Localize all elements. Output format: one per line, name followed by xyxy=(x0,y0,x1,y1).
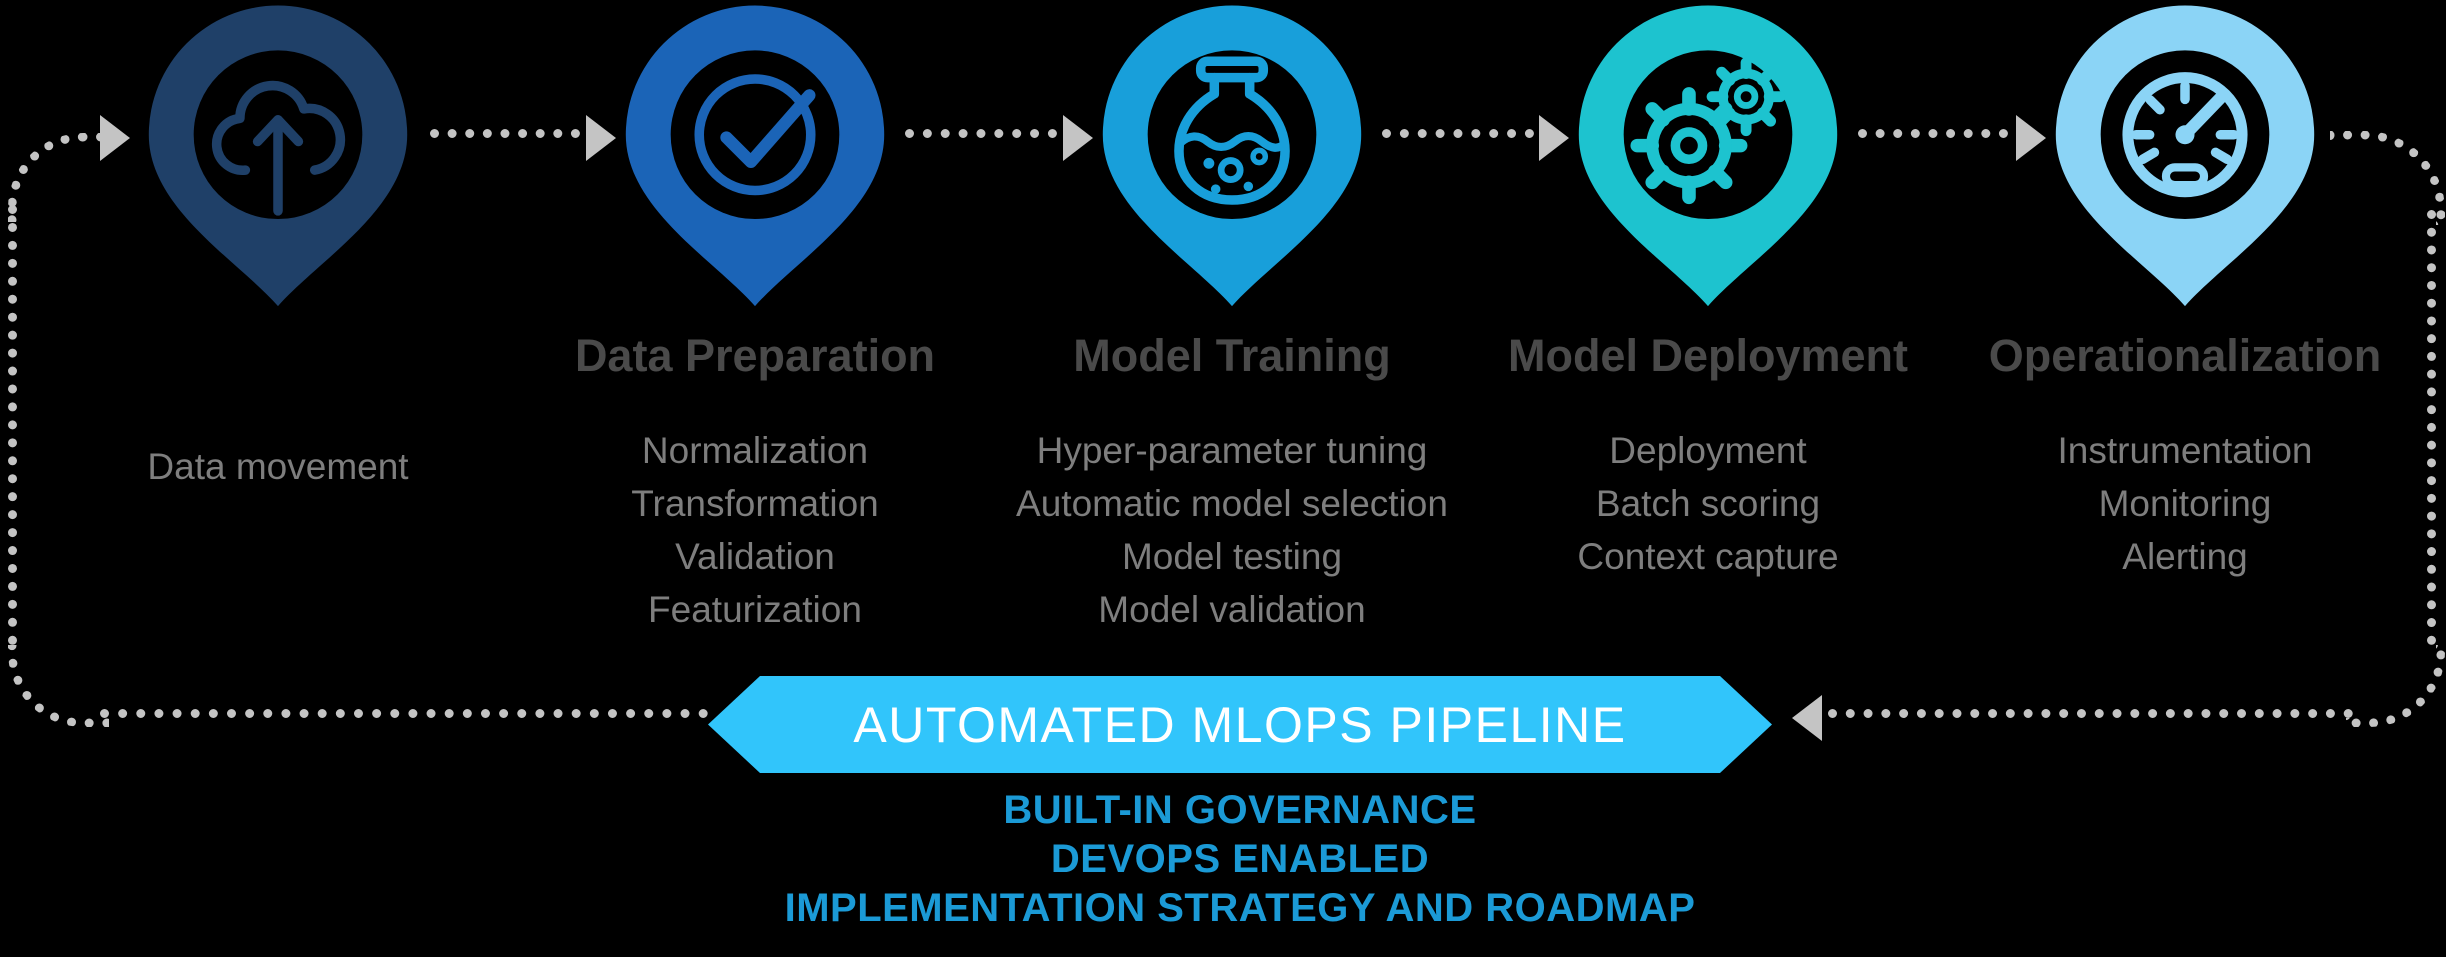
dotted-connector xyxy=(1382,129,1534,138)
stage-item: Hyper-parameter tuning xyxy=(1036,430,1428,471)
loop-corner-bottom-right xyxy=(2346,645,2445,727)
arrow-right-icon xyxy=(1539,115,1569,161)
arrow-right-icon xyxy=(2016,115,2046,161)
stage-items: Normalization Transformation Validation … xyxy=(495,424,1015,636)
stage-title: Model Training xyxy=(1073,330,1391,381)
arrow-left-icon xyxy=(1792,695,1822,741)
gauge-hub xyxy=(2175,125,2195,145)
loop-bottom-left-line xyxy=(100,709,708,718)
dotted-connector xyxy=(430,129,580,138)
stage-item: Model testing xyxy=(1121,536,1343,577)
loop-corner-top-right xyxy=(2330,131,2445,225)
footer-highlights: BUILT-IN GOVERNANCE DEVOPS ENABLED IMPLE… xyxy=(740,786,1740,933)
stage-item: Batch scoring xyxy=(1595,483,1821,524)
stage-item: Normalization xyxy=(641,430,869,471)
stage-item: Model validation xyxy=(1098,589,1366,630)
arrow-right-icon xyxy=(100,115,130,161)
pin-data-preparation xyxy=(625,5,885,307)
flask-bubble xyxy=(1203,157,1215,169)
gears-icon xyxy=(1630,57,1786,205)
arrow-right-icon xyxy=(1063,115,1093,161)
stage-item: Instrumentation xyxy=(2057,430,2313,471)
automated-mlops-pipeline-banner: AUTOMATED MLOPS PIPELINE xyxy=(708,676,1772,773)
footer-line: DEVOPS ENABLED xyxy=(1050,837,1430,881)
footer-line: IMPLEMENTATION STRATEGY AND ROADMAP xyxy=(784,886,1696,930)
pin-operationalization xyxy=(2055,5,2315,307)
check-circle-icon xyxy=(694,74,816,196)
loop-corner-bottom-left xyxy=(8,645,109,727)
cloud-upload-icon xyxy=(211,80,346,216)
flask-bubble xyxy=(1210,184,1221,194)
arrow-right-icon xyxy=(586,115,616,161)
stage-item: Monitoring xyxy=(2098,483,2272,524)
stage-title: Model Deployment xyxy=(1507,330,1909,381)
pin-model-deployment xyxy=(1578,5,1838,307)
stage-item: Transformation xyxy=(631,483,879,524)
dotted-connector xyxy=(905,129,1057,138)
stage-items: Data movement xyxy=(18,424,538,493)
stage-item: Featurization xyxy=(648,589,862,630)
loop-left-edge xyxy=(8,205,57,645)
stage-item: Automatic model selection xyxy=(1016,483,1448,524)
stage-items: Instrumentation Monitoring Alerting xyxy=(1925,424,2445,583)
stage-items: Hyper-parameter tuning Automatic model s… xyxy=(972,424,1492,636)
stage-title: Operationalization xyxy=(1988,330,2382,381)
flask-bubble xyxy=(1243,181,1254,192)
stage-item: Validation xyxy=(675,536,835,577)
stage-item: Deployment xyxy=(1609,430,1807,471)
pin-model-training xyxy=(1102,5,1362,307)
flask-icon xyxy=(1174,56,1290,205)
stage-items: Deployment Batch scoring Context capture xyxy=(1448,424,1968,583)
stage-title: Data Preparation xyxy=(574,330,936,381)
loop-bottom-right-line xyxy=(1828,709,2353,718)
loop-right-edge xyxy=(2386,210,2436,645)
footer-line: BUILT-IN GOVERNANCE xyxy=(1003,788,1477,832)
banner-label: AUTOMATED MLOPS PIPELINE xyxy=(853,696,1627,753)
stage-item: Data movement xyxy=(147,446,409,487)
pin-data-movement xyxy=(148,5,408,307)
stage-item: Context capture xyxy=(1577,536,1839,577)
stage-item: Alerting xyxy=(2122,536,2248,577)
dotted-connector xyxy=(1858,129,2008,138)
